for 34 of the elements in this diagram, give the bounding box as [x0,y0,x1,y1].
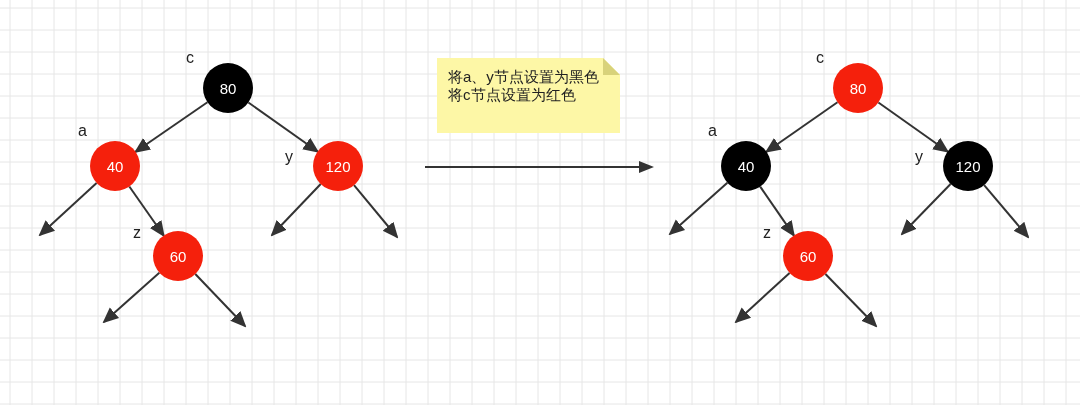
node-label: y [285,149,293,165]
arrow [133,101,209,153]
arrow [128,185,165,238]
arrow [734,271,791,324]
arrow [668,181,729,236]
tree-node-circle: 60 [783,231,833,281]
arrow [270,183,322,237]
node-label: a [78,123,87,139]
arrow [824,272,878,328]
arrow [353,184,399,239]
tree-node-circle: 80 [203,63,253,113]
arrow [38,181,98,237]
arrow [102,271,161,324]
node-label: a [708,123,717,139]
node-label: z [133,225,141,241]
arrow [877,101,950,153]
node-label: c [186,50,194,66]
tree-node-circle: 60 [153,231,203,281]
note-text: 将c节点设置为红色 [448,87,576,102]
node-label: y [915,149,923,165]
arrow [764,101,839,153]
tree-node-circle: 120 [943,141,993,191]
node-label: c [816,50,824,66]
tree-node-circle: 80 [833,63,883,113]
arrow [194,273,247,328]
node-label: z [763,225,771,241]
arrow [983,184,1030,239]
tree-node-circle: 40 [721,141,771,191]
note-text: 将a、y节点设置为黑色 [448,69,599,84]
arrow [759,185,795,238]
arrow [900,182,952,236]
tree-node-circle: 120 [313,141,363,191]
arrow [247,101,320,153]
tree-node-circle: 40 [90,141,140,191]
